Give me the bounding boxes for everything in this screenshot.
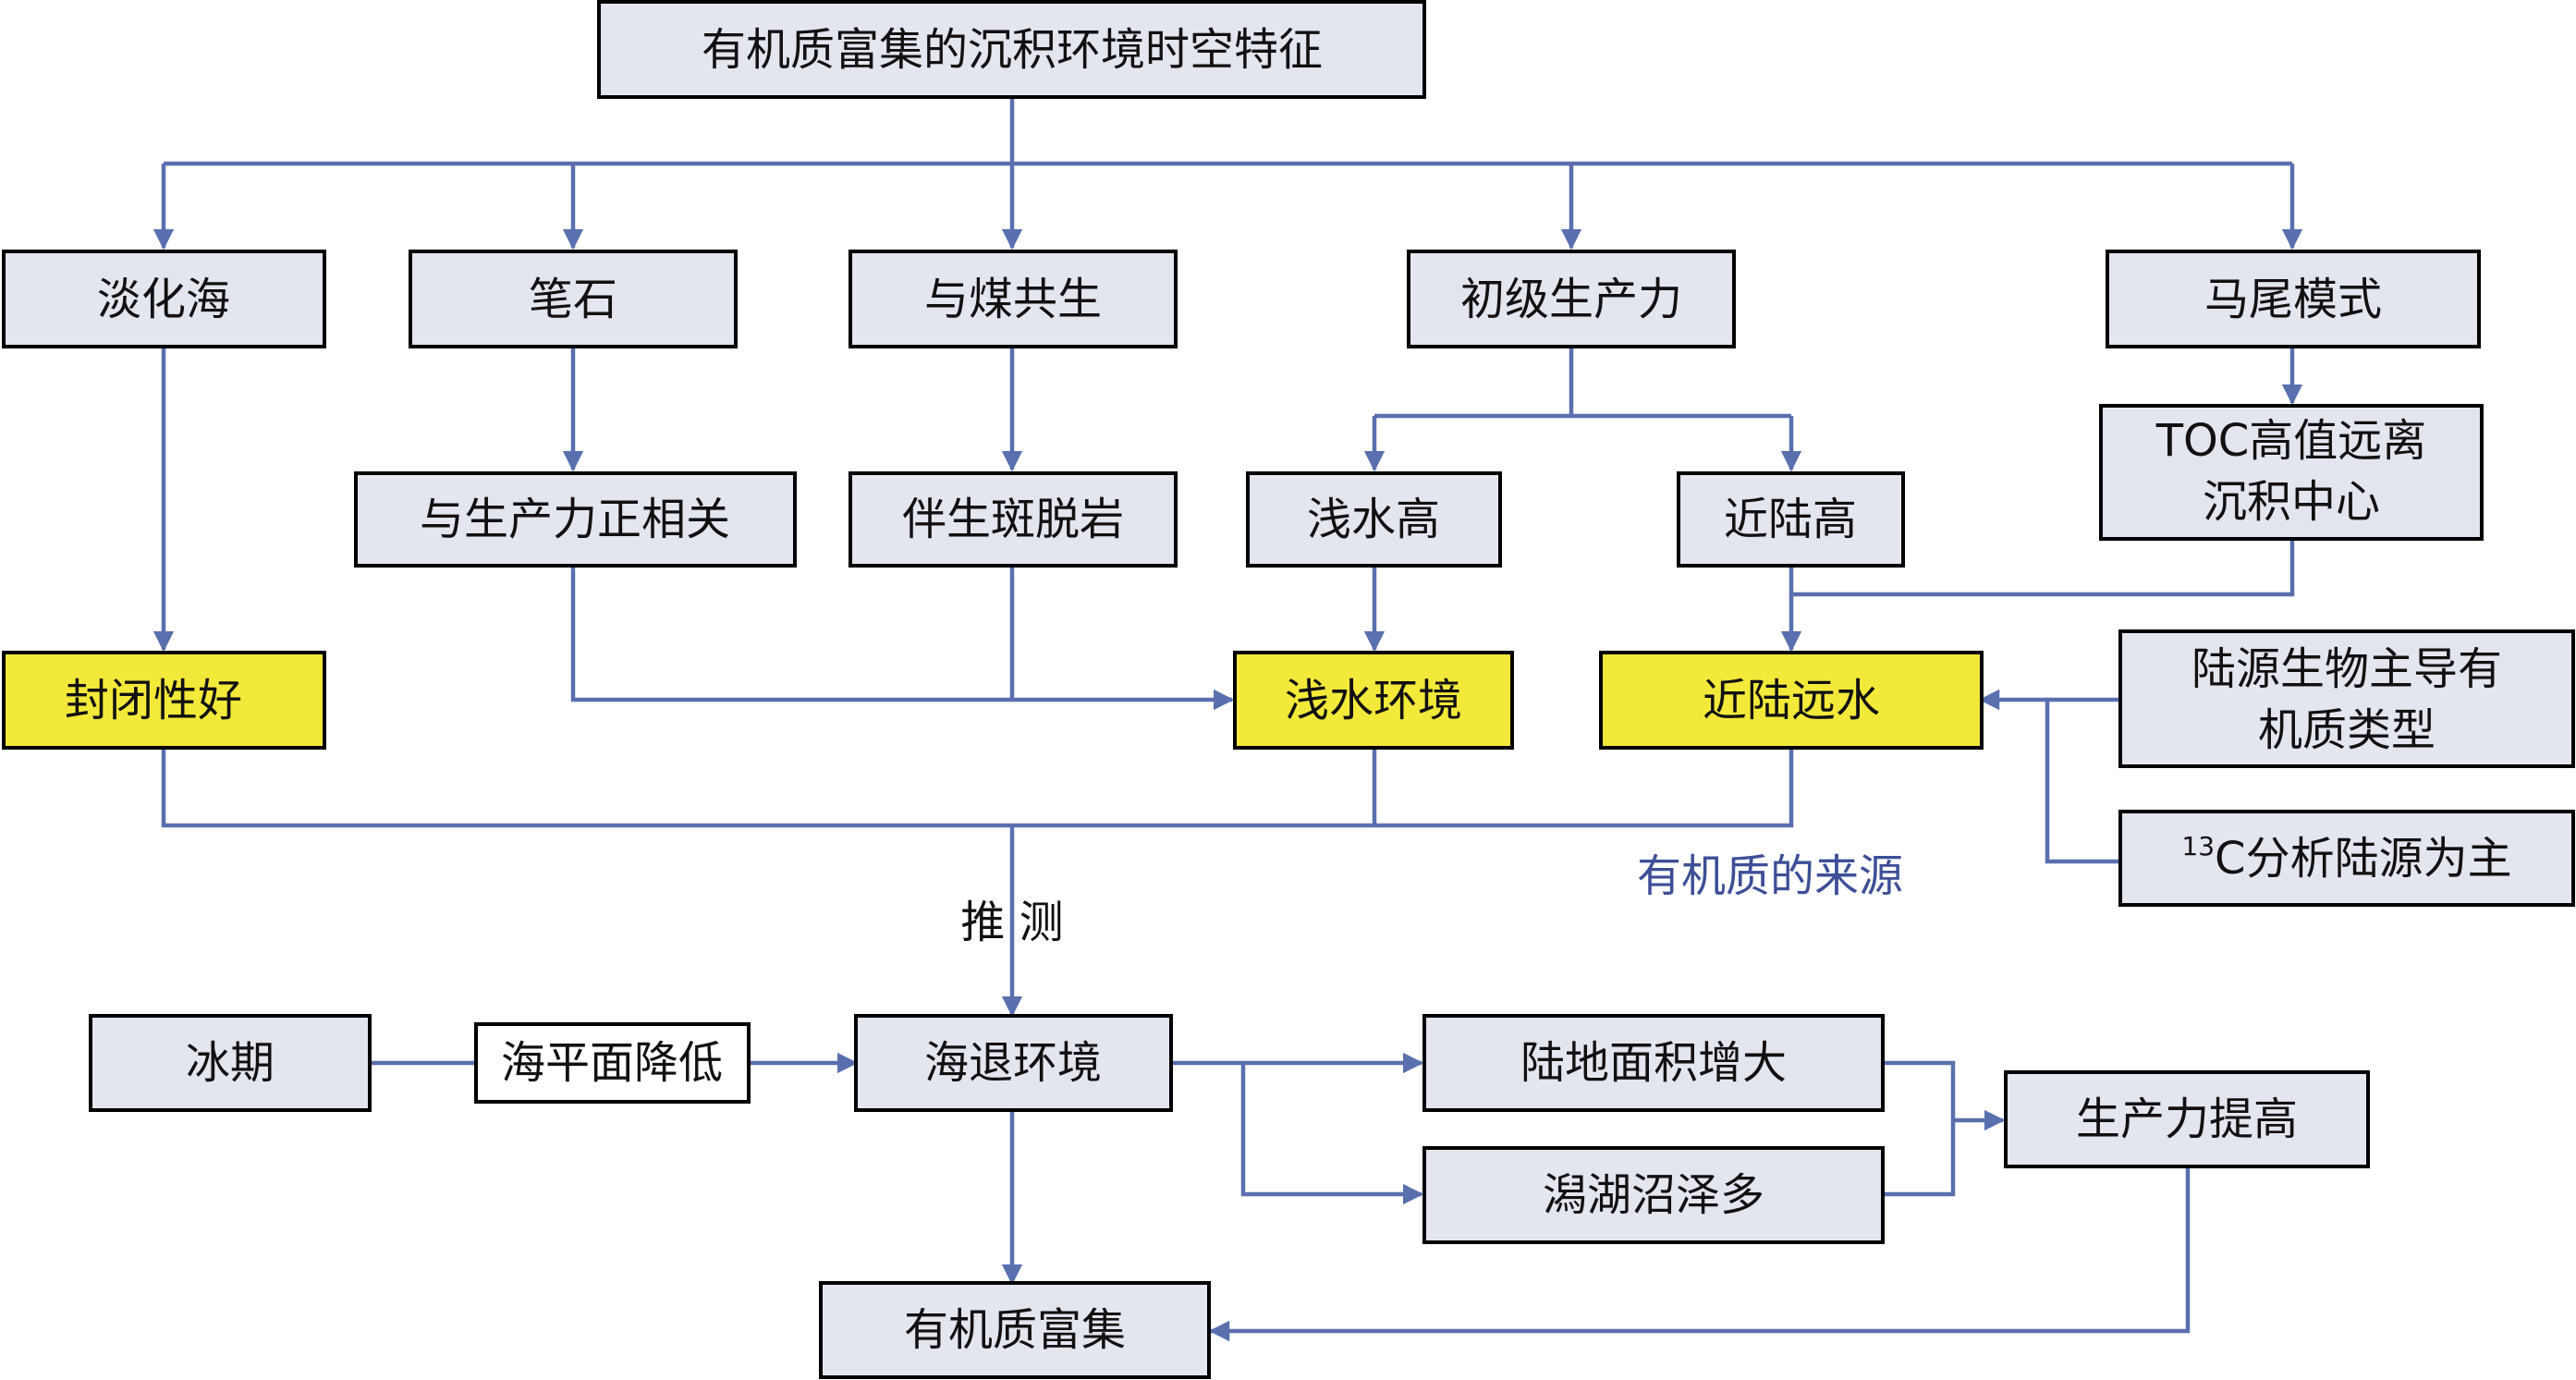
svg-text:陆源生物主导有: 陆源生物主导有 [2191,643,2502,695]
node-title: 有机质富集的沉积环境时空特征 [597,0,1426,99]
svg-text:陆地面积增大: 陆地面积增大 [1520,1037,1787,1089]
node-ice-age: 冰期 [89,1014,372,1112]
node-coal: 与煤共生 [848,250,1178,348]
svg-text:浅水高: 浅水高 [1307,494,1440,545]
svg-text:与煤共生: 与煤共生 [924,274,1102,325]
svg-text:近陆远水: 近陆远水 [1703,675,1880,727]
svg-text:TOC高值远离: TOC高值远离 [2155,415,2427,467]
node-c13-analysis: 13C分析陆源为主 [2118,810,2575,907]
svg-text:机质类型: 机质类型 [2258,704,2436,756]
node-dilute-sea: 淡化海 [2,250,326,348]
svg-text:潟湖沼泽多: 潟湖沼泽多 [1543,1169,1764,1221]
edge-prod-up-to-enrich [1208,1167,2191,1342]
svg-text:海退环境: 海退环境 [924,1037,1102,1089]
node-near-land-far: 近陆远水 [1599,651,1984,750]
node-organic-enrichment: 有机质富集 [819,1281,1211,1379]
edge-positive-shale-to-shallow-env [570,564,1235,711]
edge-regression-to-lagoon [1240,1063,1424,1205]
node-regression: 海退环境 [854,1014,1173,1112]
svg-text:沉积中心: 沉积中心 [2203,476,2380,528]
svg-text:冰期: 冰期 [186,1037,275,1089]
node-near-land-high: 近陆高 [1677,471,1905,568]
edge-source-bracket [2045,697,2119,864]
node-horsetail: 马尾模式 [2106,250,2481,348]
svg-text:近陆高: 近陆高 [1724,494,1857,545]
node-lagoon: 潟湖沼泽多 [1422,1146,1885,1244]
svg-text:生产力提高: 生产力提高 [2076,1093,2298,1145]
svg-text:浅水环境: 浅水环境 [1285,675,1462,727]
svg-text:有机质富集: 有机质富集 [904,1304,1126,1356]
edges [153,97,2303,1342]
node-terrestrial-organism: 陆源生物主导有 机质类型 [2118,629,2575,768]
svg-text:与生产力正相关: 与生产力正相关 [420,494,730,545]
node-productivity: 初级生产力 [1407,250,1736,348]
node-bentonite: 伴生斑脱岩 [848,471,1178,568]
edge-to-prod-up [1883,1060,2003,1197]
edge-productivity-split [1374,347,1791,419]
svg-text:淡化海: 淡化海 [97,274,230,325]
svg-text:伴生斑脱岩: 伴生斑脱岩 [902,494,1124,545]
svg-text:海平面降低: 海平面降低 [501,1037,723,1089]
svg-text:初级生产力: 初级生产力 [1460,274,1682,325]
node-positive-correlation: 与生产力正相关 [354,471,797,568]
label-organic-source: 有机质的来源 [1637,850,1903,902]
node-title-text: 有机质富集的沉积环境时空特征 [702,24,1323,76]
svg-text:封闭性好: 封闭性好 [65,675,242,727]
node-closed: 封闭性好 [2,651,326,750]
node-graptolite: 笔石 [409,250,738,348]
svg-text:笔石: 笔石 [529,274,617,325]
svg-text:马尾模式: 马尾模式 [2204,274,2382,325]
node-productivity-up: 生产力提高 [2004,1070,2370,1168]
edge-merge-bottom [161,749,1794,828]
label-infer: 推 测 [960,897,1063,948]
node-shallow-env: 浅水环境 [1233,651,1514,750]
svg-text:13C分析陆源为主: 13C分析陆源为主 [2181,831,2511,885]
node-toc: TOC高值远离 沉积中心 [2099,404,2484,541]
node-land-area: 陆地面积增大 [1422,1014,1885,1112]
node-shallow-high: 浅水高 [1246,471,1502,568]
edge-toc-to-near-land-far [1791,539,2295,597]
node-sea-level-drop: 海平面降低 [474,1022,751,1104]
